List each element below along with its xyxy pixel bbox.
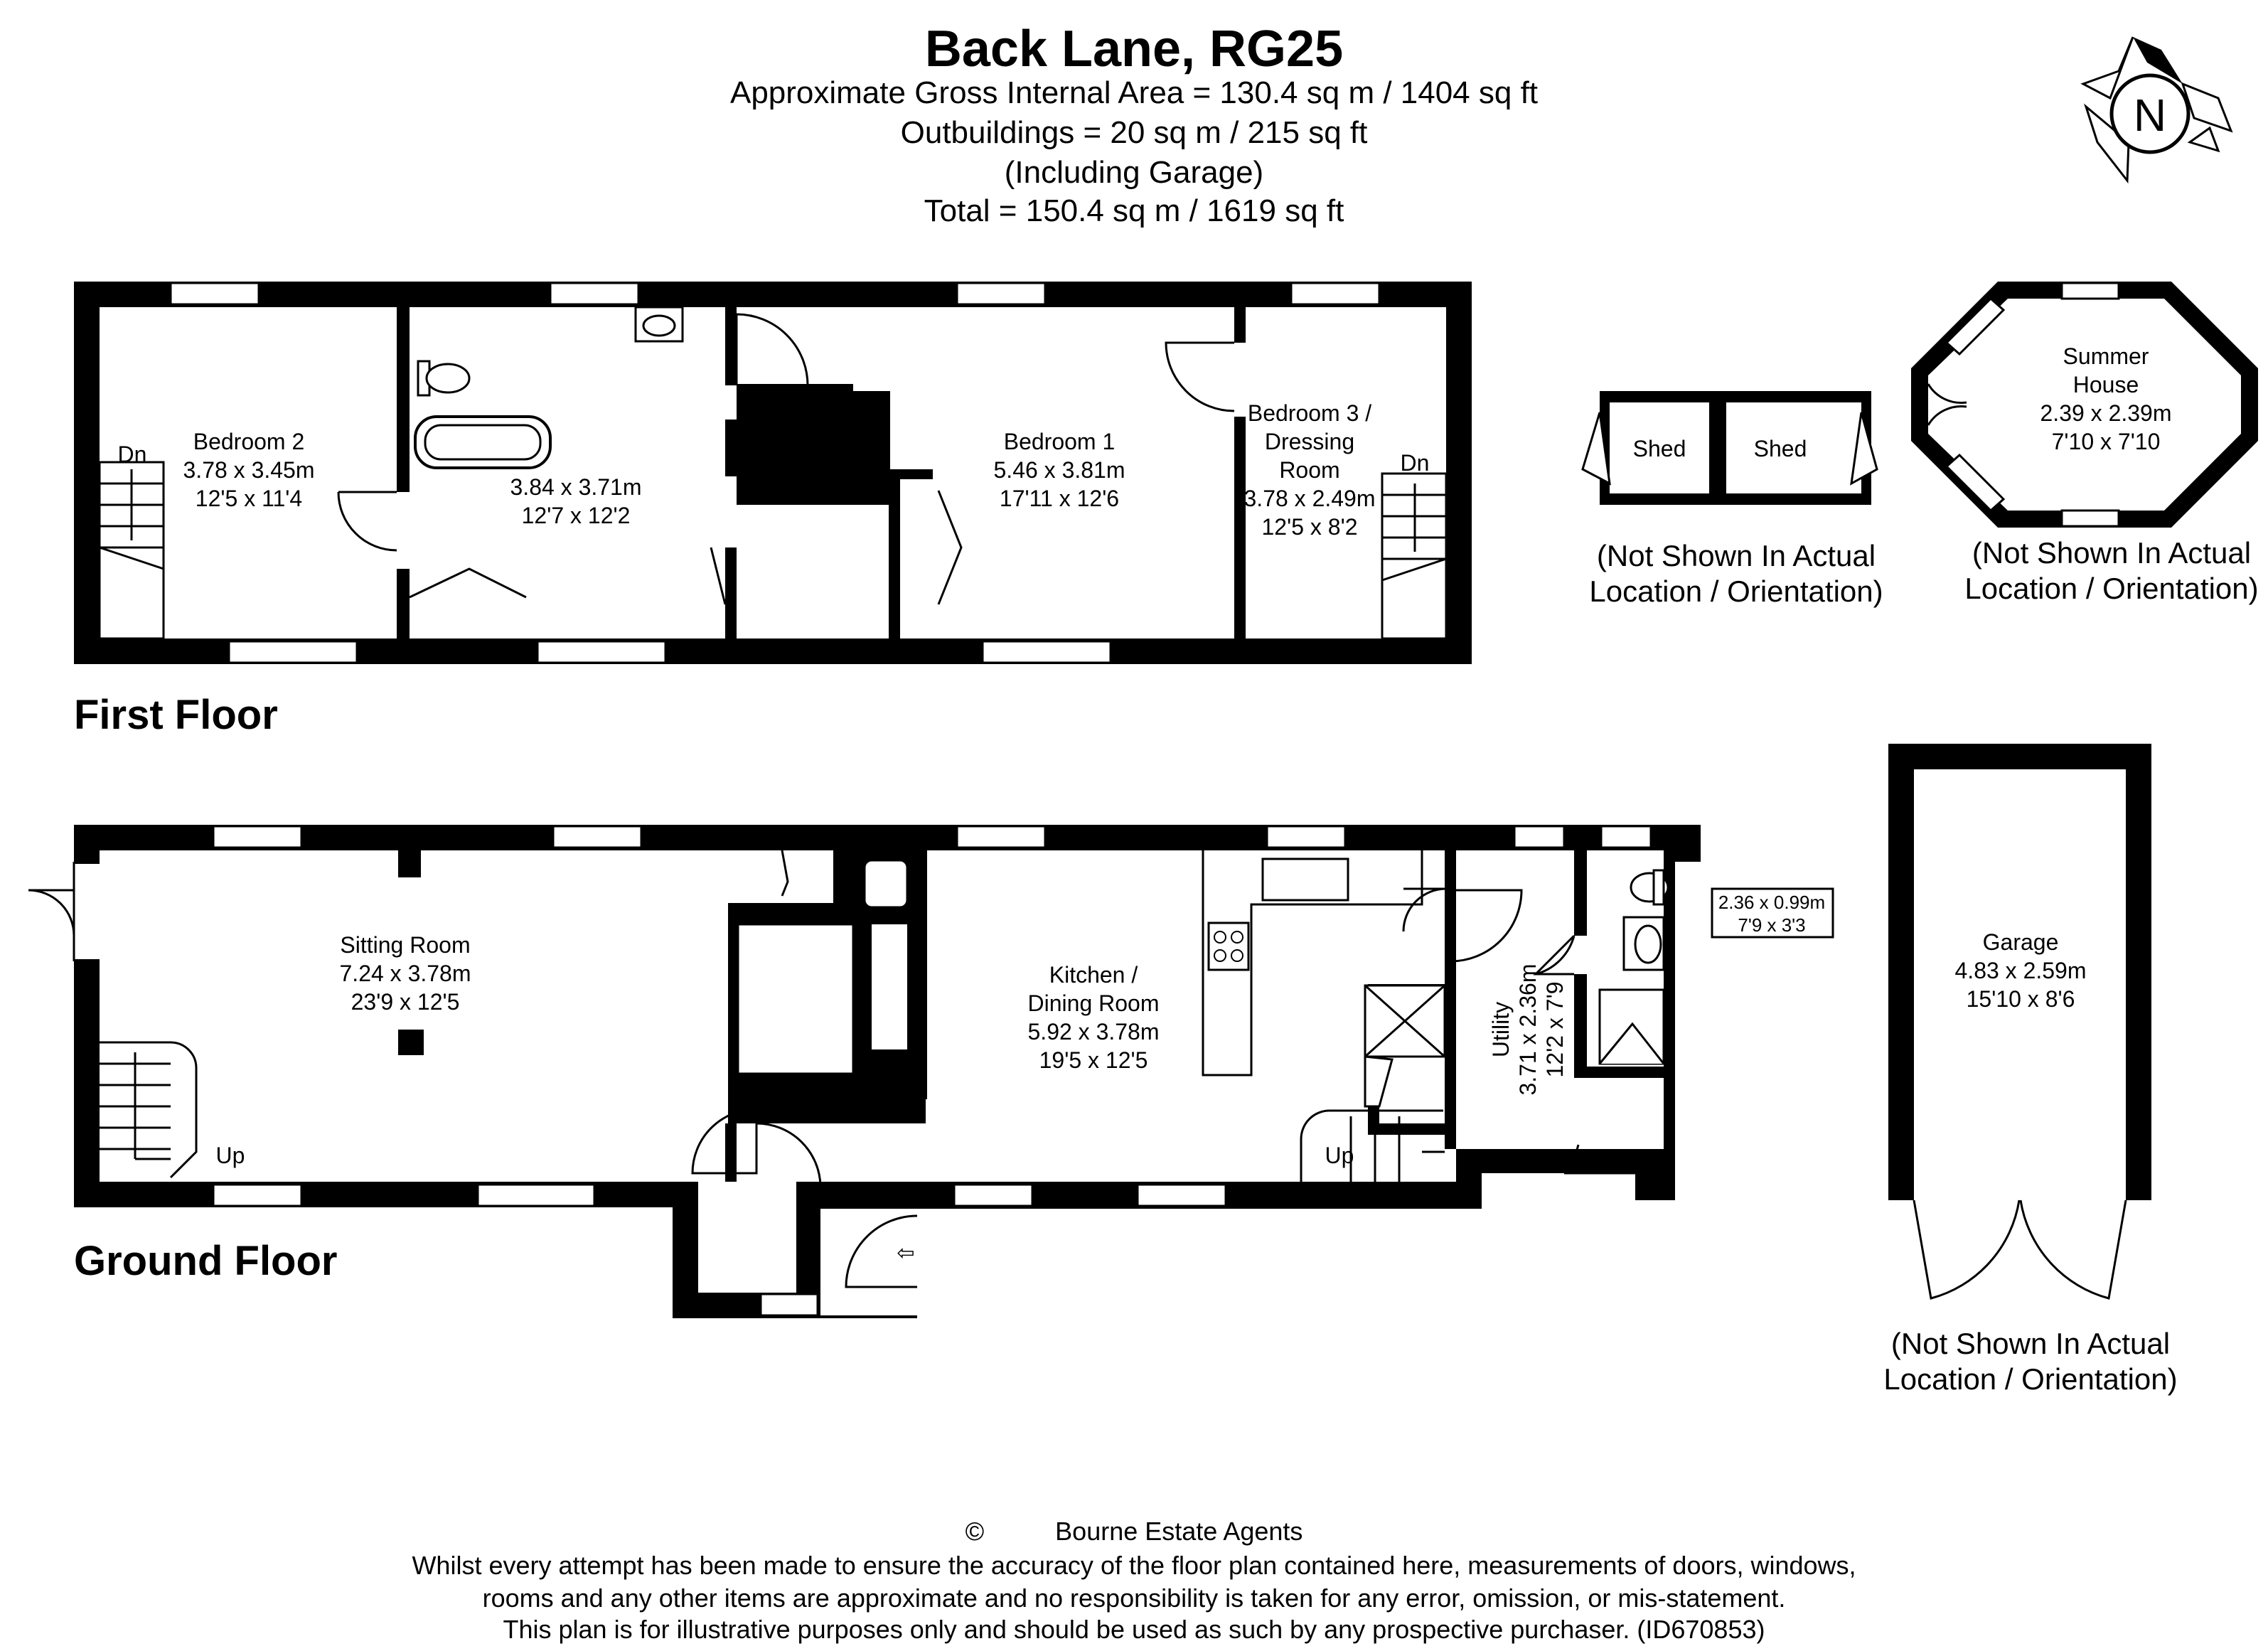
compass-icon: N: [2080, 36, 2233, 184]
shed-label-2: Shed: [1754, 436, 1807, 461]
sitting-room-imperial: 23'9 x 12'5: [351, 989, 460, 1015]
entrance-arrow-icon: ⇦: [897, 1241, 914, 1265]
garage-note-line1: (Not Shown In Actual: [1891, 1327, 2170, 1360]
bedroom1-metric: 5.46 x 3.81m: [994, 457, 1125, 483]
sitting-room-metric: 7.24 x 3.78m: [340, 961, 471, 986]
bedroom1-name: Bedroom 1: [1004, 429, 1116, 454]
plan-title: Back Lane, RG25: [924, 21, 1344, 78]
stairs-down-label-2: Dn: [1401, 450, 1430, 476]
bedroom2-name: Bedroom 2: [193, 429, 305, 454]
total-area-text: Total = 150.4 sq m / 1619 sq ft: [924, 193, 1344, 228]
summer-house-imperial: 7'10 x 7'10: [2052, 429, 2161, 454]
kitchen-metric: 5.92 x 3.78m: [1028, 1019, 1160, 1044]
utility-imperial: 12'2 x 7'9: [1542, 982, 1568, 1078]
disclaimer-line-1: Whilst every attempt has been made to en…: [412, 1551, 1856, 1580]
garage-imperial: 15'10 x 8'6: [1967, 986, 2075, 1012]
gross-area-text: Approximate Gross Internal Area = 130.4 …: [729, 75, 1539, 110]
outbuildings-area-text: Outbuildings = 20 sq m / 215 sq ft: [900, 115, 1368, 150]
bedroom2-metric: 3.78 x 3.45m: [183, 457, 315, 483]
garage-note-line2: Location / Orientation): [1883, 1362, 2177, 1396]
agent-name: Bourne Estate Agents: [1055, 1517, 1303, 1546]
footer-copyright-row: © Bourne Estate Agents: [0, 1514, 2268, 1548]
summer-house-note-line2: Location / Orientation): [1964, 572, 2258, 605]
bedroom3-metric: 3.78 x 2.49m: [1244, 486, 1376, 511]
bedroom2-imperial: 12'5 x 11'4: [196, 486, 302, 511]
bathroom-imperial: 12'7 x 12'2: [522, 503, 631, 528]
kitchen-name-line1: Kitchen /: [1049, 962, 1138, 988]
kitchen-name-line2: Dining Room: [1028, 990, 1160, 1016]
summer-house-name-line1: Summer: [2063, 343, 2149, 369]
utility-metric: 3.71 x 2.36m: [1515, 964, 1541, 1096]
garage-name: Garage: [1983, 929, 2059, 955]
summer-house-plan: Summer House 2.39 x 2.39m 7'10 x 7'10 (N…: [1911, 282, 2259, 605]
shower-room-imperial: 7'9 x 3'3: [1738, 914, 1805, 936]
bedroom3-imperial: 12'5 x 8'2: [1262, 514, 1358, 540]
kitchen-imperial: 19'5 x 12'5: [1039, 1047, 1148, 1073]
sheds-plan: Shed Shed (Not Shown In Actual Location …: [1581, 391, 1883, 608]
sheds-note-line2: Location / Orientation): [1589, 575, 1883, 608]
bedroom3-name-line1: Bedroom 3 /: [1248, 400, 1371, 426]
sheds-note-line1: (Not Shown In Actual: [1597, 539, 1876, 572]
garage-plan: Garage 4.83 x 2.59m 15'10 x 8'6 (Not Sho…: [1883, 744, 2178, 1396]
copyright-symbol: ©: [965, 1517, 985, 1546]
bedroom3-name-line3: Room: [1279, 457, 1339, 483]
garage-metric: 4.83 x 2.59m: [1955, 958, 2087, 983]
compass-letter: N: [2134, 90, 2166, 141]
summer-house-metric: 2.39 x 2.39m: [2040, 400, 2172, 426]
disclaimer-line-2: rooms and any other items are approximat…: [482, 1583, 1786, 1613]
first-floor-plan: Dn Dn Bedroom 2 3.78 x 3.45m 12'5 x 11'4…: [74, 282, 1472, 664]
shower-room-metric: 2.36 x 0.99m: [1718, 892, 1825, 913]
shed-label-1: Shed: [1633, 436, 1686, 461]
ground-floor-label: Ground Floor: [74, 1238, 338, 1284]
first-floor-label: First Floor: [74, 692, 278, 738]
bedroom3-name-line2: Dressing: [1265, 429, 1354, 454]
summer-house-name-line2: House: [2073, 372, 2139, 397]
disclaimer-line-3: This plan is for illustrative purposes o…: [503, 1615, 1765, 1644]
stairs-down-label: Dn: [118, 442, 147, 467]
sitting-room-name: Sitting Room: [340, 932, 470, 958]
including-garage-text: (Including Garage): [1004, 155, 1264, 190]
bedroom1-imperial: 17'11 x 12'6: [1000, 486, 1119, 511]
stairs-up-label-2: Up: [1325, 1143, 1354, 1168]
bathroom-metric: 3.84 x 3.71m: [510, 474, 642, 500]
ground-floor-plan: Up Up ⇦ Sitting Room 7.24 x 3.78m 23'9 x…: [28, 825, 1834, 1318]
utility-name: Utility: [1488, 1002, 1514, 1057]
stairs-up-label: Up: [216, 1143, 245, 1168]
summer-house-note-line1: (Not Shown In Actual: [1972, 536, 2251, 570]
